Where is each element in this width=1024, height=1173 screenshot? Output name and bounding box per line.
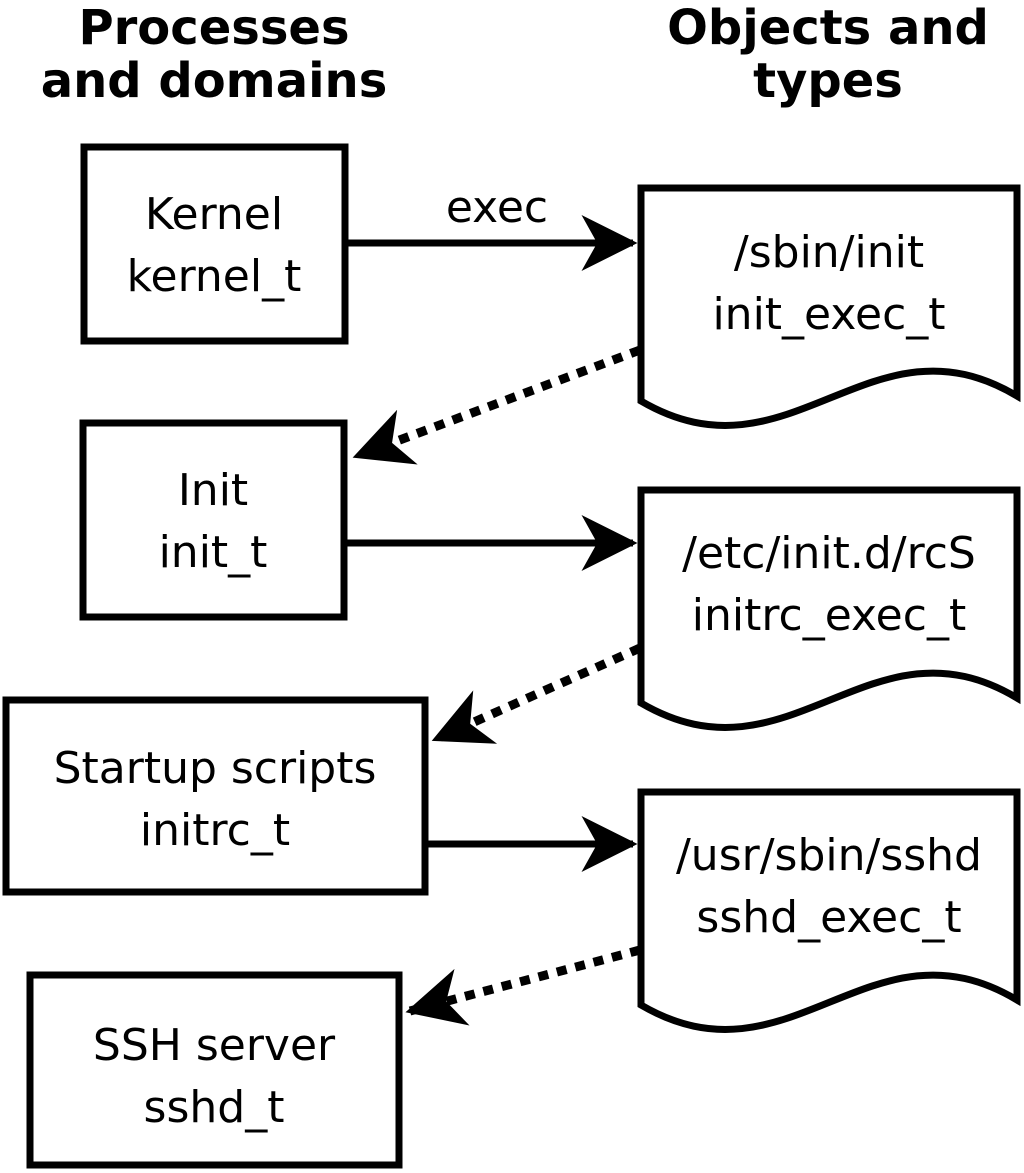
startup-scripts-name-label: Startup scripts bbox=[54, 743, 377, 794]
process-box-ssh-server bbox=[26, 971, 403, 1169]
transition-arrow-sshd-exec-to-sshd bbox=[405, 945, 642, 1026]
exec-edge-label: exec bbox=[446, 182, 548, 233]
startup-scripts-domain-label: initrc_t bbox=[140, 805, 290, 856]
process-box-init bbox=[79, 419, 348, 621]
init-domain-label: init_t bbox=[159, 527, 268, 578]
usr-sbin-sshd-type-label: sshd_exec_t bbox=[696, 892, 961, 943]
etc-initd-rcs-path-label: /etc/init.d/rcS bbox=[682, 528, 976, 579]
document-etc-initd-rcs bbox=[637, 486, 1021, 731]
document-sbin-init bbox=[637, 184, 1021, 429]
document-usr-sbin-sshd bbox=[637, 788, 1021, 1033]
right-column-header-line1: Objects and bbox=[667, 0, 989, 56]
process-box-kernel bbox=[80, 143, 349, 345]
right-column-header-line2: types bbox=[753, 53, 903, 109]
left-column-header-line1: Processes bbox=[78, 0, 349, 56]
ssh-server-name-label: SSH server bbox=[93, 1020, 336, 1071]
kernel-domain-label: kernel_t bbox=[127, 251, 302, 302]
sbin-init-path-label: /sbin/init bbox=[734, 227, 924, 278]
usr-sbin-sshd-path-label: /usr/sbin/sshd bbox=[676, 830, 982, 881]
ssh-server-domain-label: sshd_t bbox=[144, 1082, 285, 1133]
kernel-name-label: Kernel bbox=[145, 189, 283, 240]
init-name-label: Init bbox=[178, 465, 248, 516]
process-box-startup-scripts bbox=[2, 696, 429, 896]
sbin-init-type-label: init_exec_t bbox=[712, 289, 945, 340]
transition-arrow-initrc-exec-to-initrc bbox=[431, 643, 642, 744]
left-column-header-line2: and domains bbox=[41, 53, 388, 109]
etc-initd-rcs-type-label: initrc_exec_t bbox=[692, 590, 966, 641]
transition-arrow-init-exec-to-init bbox=[352, 345, 642, 465]
